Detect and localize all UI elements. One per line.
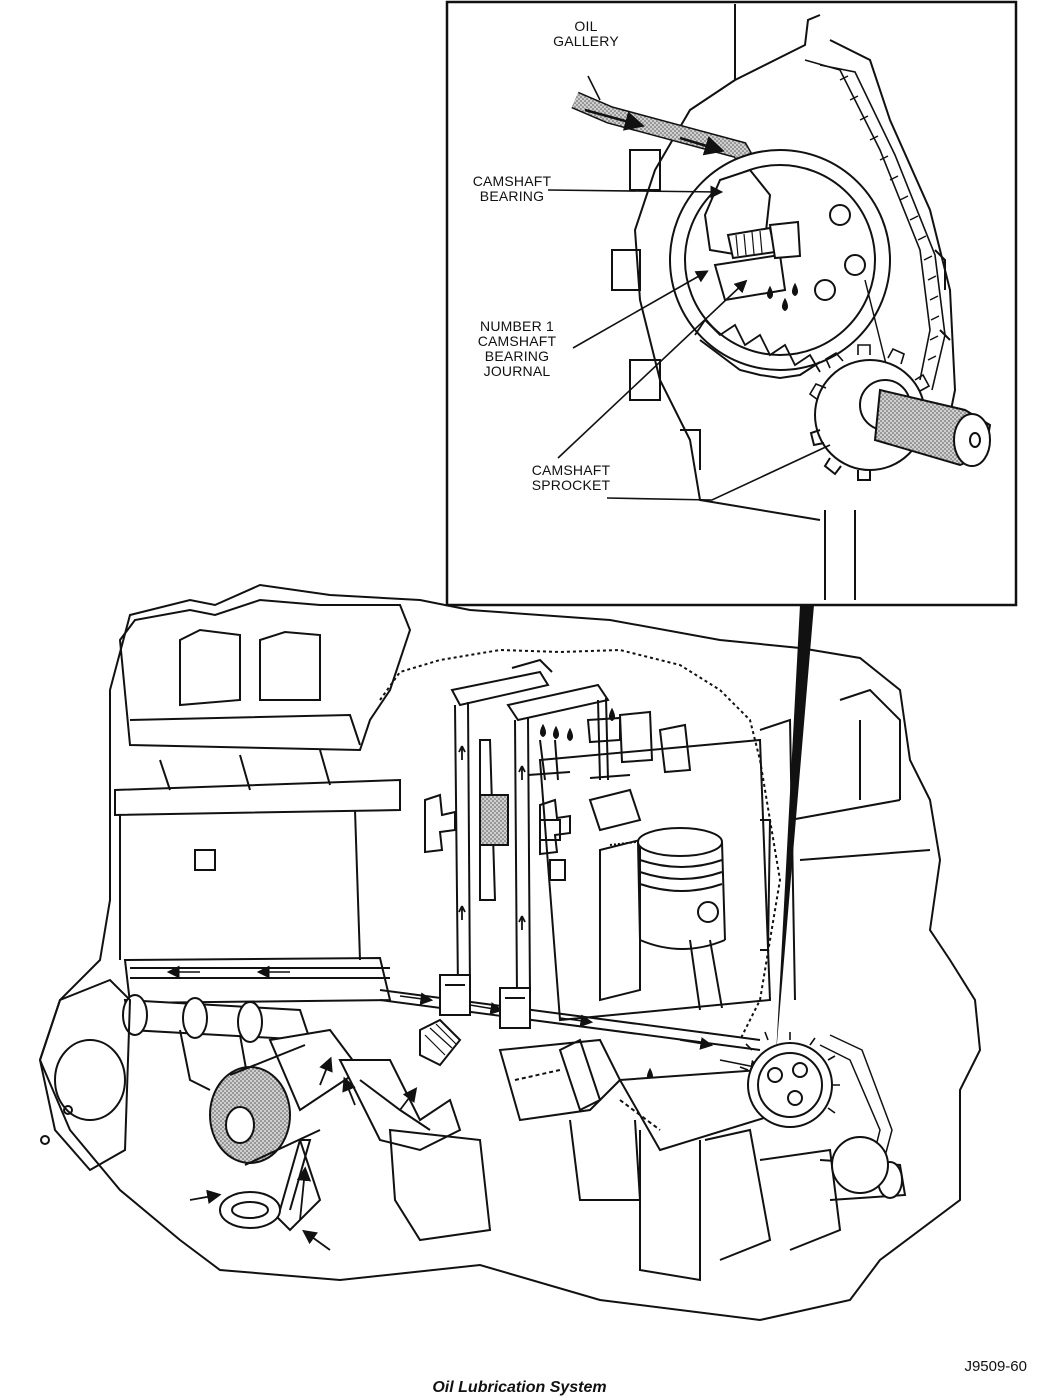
- pushrod-2: [514, 717, 531, 996]
- engine-cutaway: [38, 583, 982, 1322]
- piston: [637, 827, 726, 1011]
- figure-caption: Oil Lubrication System: [432, 1379, 607, 1396]
- valve-cover: [118, 598, 412, 752]
- rocker-arm-2: [506, 683, 610, 722]
- cutaway-edge: [379, 648, 782, 1041]
- figure-reference-id: J9509-60: [964, 1358, 1027, 1375]
- inset-frame: [445, 0, 1018, 607]
- oil-filter: [209, 1028, 362, 1166]
- leader-lines: [547, 75, 831, 501]
- pushrod-1: [454, 701, 471, 991]
- main-timing-sprocket: [739, 1031, 893, 1194]
- rocker-arm-1: [450, 670, 550, 707]
- label-number-1-camshaft-bearing-journal: NUMBER 1 CAMSHAFT BEARING JOURNAL: [477, 318, 557, 379]
- label-oil-gallery: OIL GALLERY: [553, 18, 619, 49]
- label-camshaft-bearing: CAMSHAFT BEARING: [472, 173, 552, 204]
- inset-pointer: [776, 605, 814, 1055]
- inset-detail: [445, 0, 1018, 607]
- oil-pump-passage: [338, 1059, 462, 1152]
- oil-pickup: [219, 1191, 281, 1229]
- camshaft: [122, 994, 462, 1091]
- main-oil-gallery: [130, 967, 390, 979]
- label-camshaft-sprocket: CAMSHAFT SPROCKET: [531, 462, 611, 493]
